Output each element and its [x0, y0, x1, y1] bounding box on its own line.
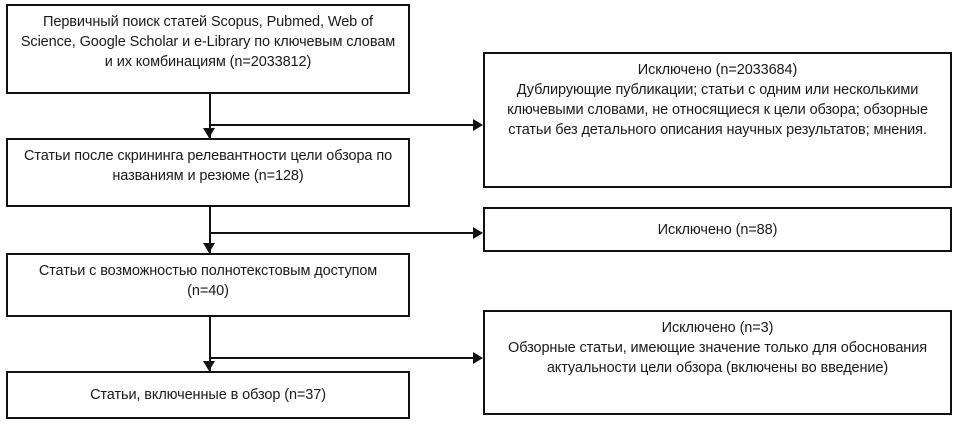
- connector-vline-1: [209, 94, 211, 138]
- connector-vline-3: [209, 317, 211, 371]
- exclusion-box-1-label: Исключено (n=2033684) Дублирующие публик…: [507, 62, 928, 138]
- stage-box-screening-label: Статьи после скрининга релевантности цел…: [23, 148, 393, 184]
- exclusion-box-2: Исключено (n=88): [483, 207, 952, 252]
- connector-hline-2: [209, 232, 475, 234]
- exclusion-box-2-label: Исключено (n=88): [657, 221, 778, 238]
- stage-box-full-text-access-label: Статьи с возможностью полнотекстовым дос…: [38, 263, 378, 299]
- stage-box-identification-label: Первичный поиск статей Scopus, Pubmed, W…: [20, 14, 396, 70]
- exclusion-box-3-label: Исключено (n=3) Обзорные статьи, имеющие…: [508, 320, 927, 376]
- connector-arrowhead-right-1: [473, 119, 483, 131]
- stage-box-included-label: Статьи, включенные в обзор (n=37): [90, 387, 326, 403]
- stage-box-screening: Статьи после скрининга релевантности цел…: [6, 138, 410, 207]
- connector-hline-1: [209, 124, 475, 126]
- connector-hline-3: [209, 357, 475, 359]
- connector-arrowhead-down-2: [203, 243, 215, 253]
- stage-box-full-text-access: Статьи с возможностью полнотекстовым дос…: [6, 253, 410, 317]
- connector-arrowhead-down-3: [203, 361, 215, 371]
- connector-arrowhead-right-3: [473, 352, 483, 364]
- connector-arrowhead-down-1: [203, 128, 215, 138]
- exclusion-box-1: Исключено (n=2033684) Дублирующие публик…: [483, 52, 952, 188]
- exclusion-box-3: Исключено (n=3) Обзорные статьи, имеющие…: [483, 310, 952, 415]
- connector-arrowhead-right-2: [473, 227, 483, 239]
- stage-box-identification: Первичный поиск статей Scopus, Pubmed, W…: [6, 4, 410, 94]
- connector-vline-2: [209, 207, 211, 253]
- stage-box-included: Статьи, включенные в обзор (n=37): [6, 371, 410, 419]
